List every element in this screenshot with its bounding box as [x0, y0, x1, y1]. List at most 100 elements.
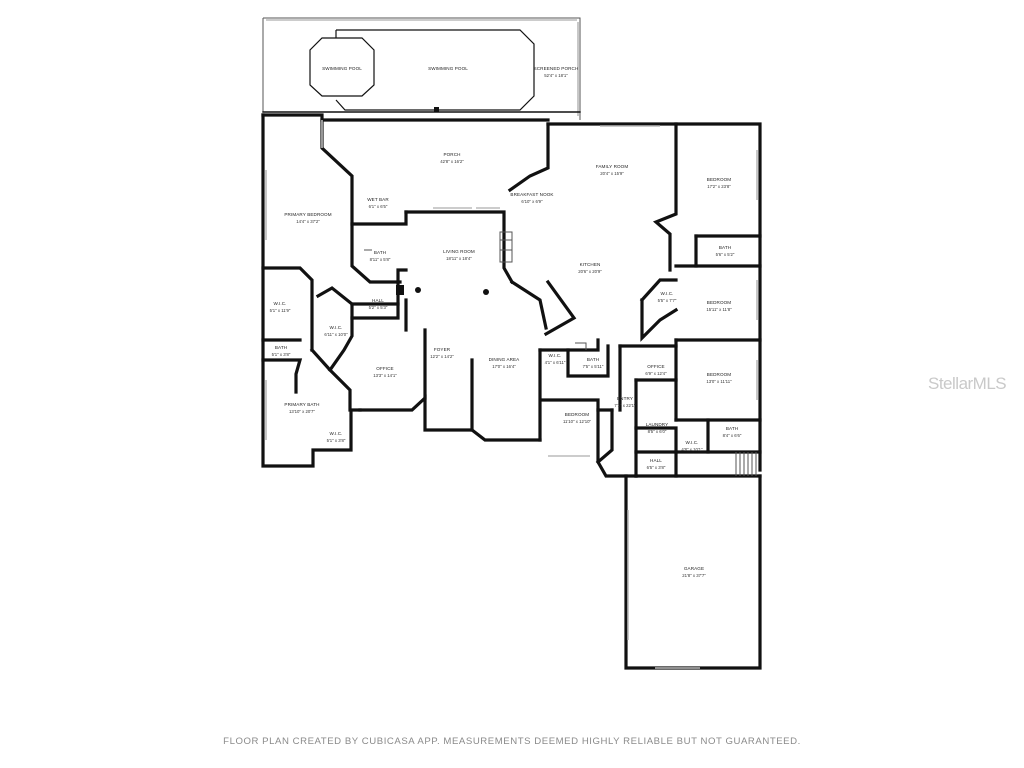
room-bedroom-ne: BEDROOM 17'2" x 23'8": [707, 177, 731, 189]
svg-text:LAUNDRY: LAUNDRY: [646, 422, 669, 427]
svg-text:7'1" x 22'1": 7'1" x 22'1": [614, 403, 636, 408]
svg-text:BREAKFAST NOOK: BREAKFAST NOOK: [510, 192, 554, 197]
svg-text:W.I.C.: W.I.C.: [329, 431, 342, 436]
svg-text:17'2" x 23'8": 17'2" x 23'8": [707, 184, 731, 189]
svg-text:SWIMMING POOL: SWIMMING POOL: [322, 66, 362, 71]
room-primary-bedroom: PRIMARY BEDROOM 14'4" x 37'2": [284, 212, 331, 224]
svg-text:42'8" x 16'2": 42'8" x 16'2": [440, 159, 464, 164]
svg-text:BEDROOM: BEDROOM: [707, 372, 732, 377]
svg-text:PRIMARY BATH: PRIMARY BATH: [284, 402, 319, 407]
svg-text:6'9" x 12'4": 6'9" x 12'4": [645, 371, 667, 376]
room-office-west: OFFICE 13'3" x 14'1": [373, 366, 397, 378]
svg-text:ENTRY: ENTRY: [617, 396, 633, 401]
room-garage: GARAGE 21'8" x 37'7": [682, 566, 706, 578]
room-primary-bath: PRIMARY BATH 13'10" x 20'7": [284, 402, 319, 414]
room-bath-bedroom: BATH 7'5" x 5'11": [583, 357, 604, 369]
svg-text:13'0" x 11'11": 13'0" x 11'11": [706, 379, 732, 384]
svg-text:DINING AREA: DINING AREA: [489, 357, 521, 362]
svg-text:12'2" x 14'2": 12'2" x 14'2": [430, 354, 454, 359]
svg-text:5'6" x 5'2": 5'6" x 5'2": [716, 252, 735, 257]
svg-text:7'5" x 5'11": 7'5" x 5'11": [583, 364, 604, 369]
svg-text:FOYER: FOYER: [434, 347, 451, 352]
room-office-east: OFFICE 6'9" x 12'4": [645, 364, 667, 376]
svg-text:BEDROOM: BEDROOM: [565, 412, 590, 417]
room-living-room: LIVING ROOM 18'11" x 18'4": [443, 249, 475, 261]
room-laundry: LAUNDRY 8'5" x 6'0": [646, 422, 669, 434]
svg-text:LIVING ROOM: LIVING ROOM: [443, 249, 475, 254]
room-swimming-pool-spa: SWIMMING POOL: [322, 66, 362, 71]
svg-text:OFFICE: OFFICE: [376, 366, 393, 371]
screened-porch-enclosure: [262, 17, 581, 120]
room-bedroom-se: BEDROOM 13'0" x 11'11": [706, 372, 732, 384]
svg-text:5'2" x 5'3": 5'2" x 5'3": [369, 305, 388, 310]
svg-text:SWIMMING POOL: SWIMMING POOL: [428, 66, 468, 71]
room-wic-se: W.I.C. 4'8" x 10'1": [681, 440, 703, 452]
room-bath-se: BATH 8'4" x 6'6": [723, 426, 742, 438]
pool-outline: [309, 29, 535, 111]
room-family-room: FAMILY ROOM 20'4" x 15'9": [596, 164, 629, 176]
svg-text:GARAGE: GARAGE: [684, 566, 704, 571]
svg-text:8'4" x 6'6": 8'4" x 6'6": [723, 433, 742, 438]
svg-text:17'0" x 16'4": 17'0" x 16'4": [492, 364, 516, 369]
room-bath-ne: BATH 5'6" x 5'2": [716, 245, 735, 257]
svg-text:HALL: HALL: [650, 458, 662, 463]
svg-text:8'5" x 6'0": 8'5" x 6'0": [648, 429, 667, 434]
room-bath-small-west: BATH 5'1" x 3'8": [272, 345, 291, 357]
room-bath-wetbar: BATH 8'11" x 5'8": [370, 250, 391, 262]
svg-text:BATH: BATH: [726, 426, 738, 431]
svg-text:KITCHEN: KITCHEN: [580, 262, 601, 267]
interior-walls: [261, 234, 762, 478]
room-wic-kitchen: W.I.C. 5'5" x 7'7": [658, 291, 677, 303]
svg-text:BATH: BATH: [587, 357, 599, 362]
footer-disclaimer: FLOOR PLAN CREATED BY CUBICASA APP. MEAS…: [223, 736, 801, 747]
room-screened-porch: SCREENED PORCH 52'4" x 18'1": [534, 66, 579, 78]
room-kitchen: KITCHEN 20'6" x 20'9": [578, 262, 602, 274]
svg-text:FAMILY ROOM: FAMILY ROOM: [596, 164, 629, 169]
svg-text:PORCH: PORCH: [443, 152, 460, 157]
svg-text:8'11" x 5'8": 8'11" x 5'8": [370, 257, 391, 262]
svg-text:W.I.C.: W.I.C.: [548, 353, 561, 358]
watermark-logo: StellarMLS: [928, 374, 1007, 393]
svg-text:6'5" x 3'8": 6'5" x 3'8": [647, 465, 666, 470]
room-foyer: FOYER 12'2" x 14'2": [430, 347, 454, 359]
svg-text:15'11" x 11'8": 15'11" x 11'8": [706, 307, 732, 312]
svg-text:5'5" x 7'7": 5'5" x 7'7": [658, 298, 677, 303]
svg-text:13'10" x 20'7": 13'10" x 20'7": [289, 409, 315, 414]
room-porch: PORCH 42'8" x 16'2": [440, 152, 464, 164]
room-dining-area: DINING AREA 17'0" x 16'4": [489, 357, 521, 369]
svg-text:14'4" x 37'2": 14'4" x 37'2": [296, 219, 320, 224]
room-labels: SWIMMING POOL SWIMMING POOL SCREENED POR…: [270, 66, 742, 578]
room-entry: ENTRY 7'1" x 22'1": [614, 396, 636, 408]
svg-text:W.I.C.: W.I.C.: [329, 325, 342, 330]
room-hall-west: HALL 5'2" x 5'3": [369, 298, 388, 310]
svg-text:21'8" x 37'7": 21'8" x 37'7": [682, 573, 706, 578]
stairs: [735, 452, 757, 476]
svg-text:OFFICE: OFFICE: [647, 364, 664, 369]
room-wet-bar: WET BAR 6'1" x 6'5": [367, 197, 389, 209]
svg-text:PRIMARY BEDROOM: PRIMARY BEDROOM: [284, 212, 331, 217]
room-wic-center: W.I.C. 6'11" x 10'0": [324, 325, 348, 337]
svg-text:5'1" x 3'8": 5'1" x 3'8": [327, 438, 346, 443]
svg-text:18'11" x 18'4": 18'11" x 18'4": [446, 256, 472, 261]
svg-text:W.I.C.: W.I.C.: [685, 440, 698, 445]
svg-text:W.I.C.: W.I.C.: [273, 301, 286, 306]
exterior-walls: [261, 113, 762, 670]
svg-text:20'6" x 20'9": 20'6" x 20'9": [578, 269, 602, 274]
room-wic-primary: W.I.C. 5'1" x 11'9": [270, 301, 291, 313]
svg-text:WET BAR: WET BAR: [367, 197, 389, 202]
svg-text:6'1" x 6'5": 6'1" x 6'5": [369, 204, 388, 209]
room-wic-south: W.I.C. 5'1" x 3'8": [327, 431, 346, 443]
svg-text:5'1" x 3'8": 5'1" x 3'8": [272, 352, 291, 357]
room-bedroom-east: BEDROOM 15'11" x 11'8": [706, 300, 732, 312]
svg-text:4'8" x 10'1": 4'8" x 10'1": [681, 447, 703, 452]
room-breakfast-nook: BREAKFAST NOOK 6'10" x 6'9": [510, 192, 554, 204]
svg-text:BATH: BATH: [374, 250, 386, 255]
svg-text:52'4" x 18'1": 52'4" x 18'1": [544, 73, 568, 78]
svg-text:SCREENED PORCH: SCREENED PORCH: [534, 66, 579, 71]
svg-text:6'11" x 10'0": 6'11" x 10'0": [324, 332, 348, 337]
svg-text:BEDROOM: BEDROOM: [707, 300, 732, 305]
svg-text:BATH: BATH: [275, 345, 287, 350]
svg-text:4'1" x 6'11": 4'1" x 6'11": [545, 360, 566, 365]
svg-text:HALL: HALL: [372, 298, 384, 303]
